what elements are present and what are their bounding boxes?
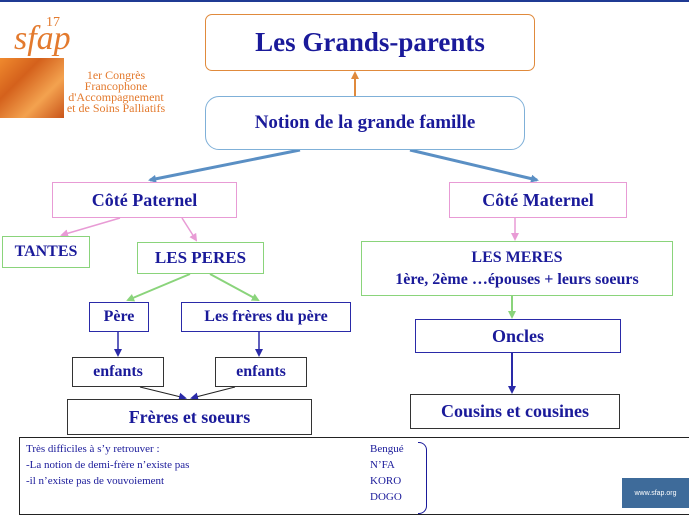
box-cousins-cousines: Cousins et cousines [410, 394, 620, 429]
box-pere: Père [89, 302, 149, 332]
logo-edition: 17 [46, 15, 60, 30]
box-freres-et-soeurs: Frères et soeurs [67, 399, 312, 435]
arrow-to-tantes [60, 217, 121, 238]
logo-brand: sfap [14, 20, 71, 57]
box-enfants-2: enfants [215, 357, 307, 387]
arrow-to-peres [181, 217, 198, 242]
box-oncles: Oncles [415, 319, 621, 353]
note-word: DOGO [370, 491, 402, 503]
brace-symbol [418, 442, 427, 514]
note-word: KORO [370, 475, 402, 487]
box-cote-maternel: Côté Maternel [449, 182, 627, 218]
note-word: Bengué [370, 443, 404, 455]
box-enfants-1: enfants [72, 357, 164, 387]
note-line: -La notion de demi-frère n’existe pas [26, 459, 190, 471]
box-grands-parents: Les Grands-parents [205, 14, 535, 71]
arrow-to-freres-pere [209, 273, 260, 301]
sfap-logo: 17 sfap 1er Congrès Francophone d'Accomp… [0, 4, 170, 124]
meres-subtitle: 1ère, 2ème …épouses + leurs soeurs [395, 270, 639, 288]
meres-title: LES MERES [471, 248, 563, 266]
box-freres-du-pere: Les frères du père [181, 302, 351, 332]
website-badge: www.sfap.org [622, 478, 689, 508]
box-les-meres: LES MERES 1ère, 2ème …épouses + leurs so… [361, 241, 673, 296]
box-cote-paternel: Côté Paternel [52, 182, 237, 218]
box-les-peres: LES PERES [137, 242, 264, 274]
notes-box: Très difficiles à s’y retrouver : -La no… [19, 437, 689, 515]
note-line: Très difficiles à s’y retrouver : [26, 443, 160, 455]
note-word: N’FA [370, 459, 395, 471]
arrow-to-maternel [409, 148, 539, 183]
top-rule [0, 0, 689, 2]
logo-artwork [0, 58, 64, 118]
box-notion-grande-famille: Notion de la grande famille [205, 96, 525, 150]
arrow-to-pere [126, 273, 191, 302]
logo-congress-text: 1er Congrès Francophone d'Accompagnement… [66, 68, 166, 115]
box-tantes: TANTES [2, 236, 90, 268]
arrow-enfants2-to-freres [190, 386, 236, 401]
arrow-to-paternel [148, 148, 301, 183]
note-line: -il n’existe pas de vouvoiement [26, 475, 165, 487]
arrow-enfants1-to-freres [139, 386, 187, 401]
